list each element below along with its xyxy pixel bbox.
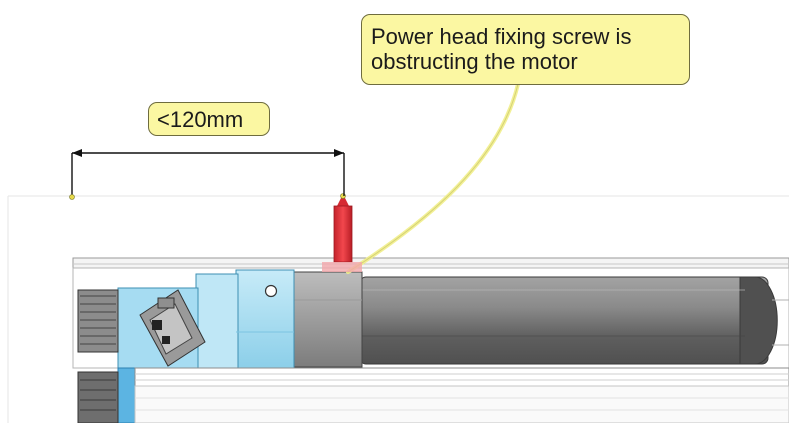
dimension-label-text: <120mm bbox=[157, 107, 244, 132]
callout-line-2: obstructing the motor bbox=[371, 49, 578, 74]
end-cap-lines bbox=[772, 299, 789, 346]
housing-bottom-rail bbox=[134, 367, 789, 423]
housing-top-rail bbox=[72, 257, 789, 269]
dimension-line bbox=[69, 149, 345, 200]
dimension-label: <120mm bbox=[148, 102, 270, 136]
motor-body bbox=[359, 276, 778, 365]
background-panel bbox=[7, 195, 789, 423]
callout-leader bbox=[346, 82, 520, 274]
limit-switch-bracket bbox=[139, 289, 206, 367]
motor-collar bbox=[291, 271, 363, 368]
callout-label: Power head fixing screw is obstructing t… bbox=[361, 14, 690, 85]
drive-gear bbox=[77, 289, 119, 423]
callout-line-1: Power head fixing screw is bbox=[371, 24, 632, 49]
fixing-screw bbox=[322, 193, 362, 272]
